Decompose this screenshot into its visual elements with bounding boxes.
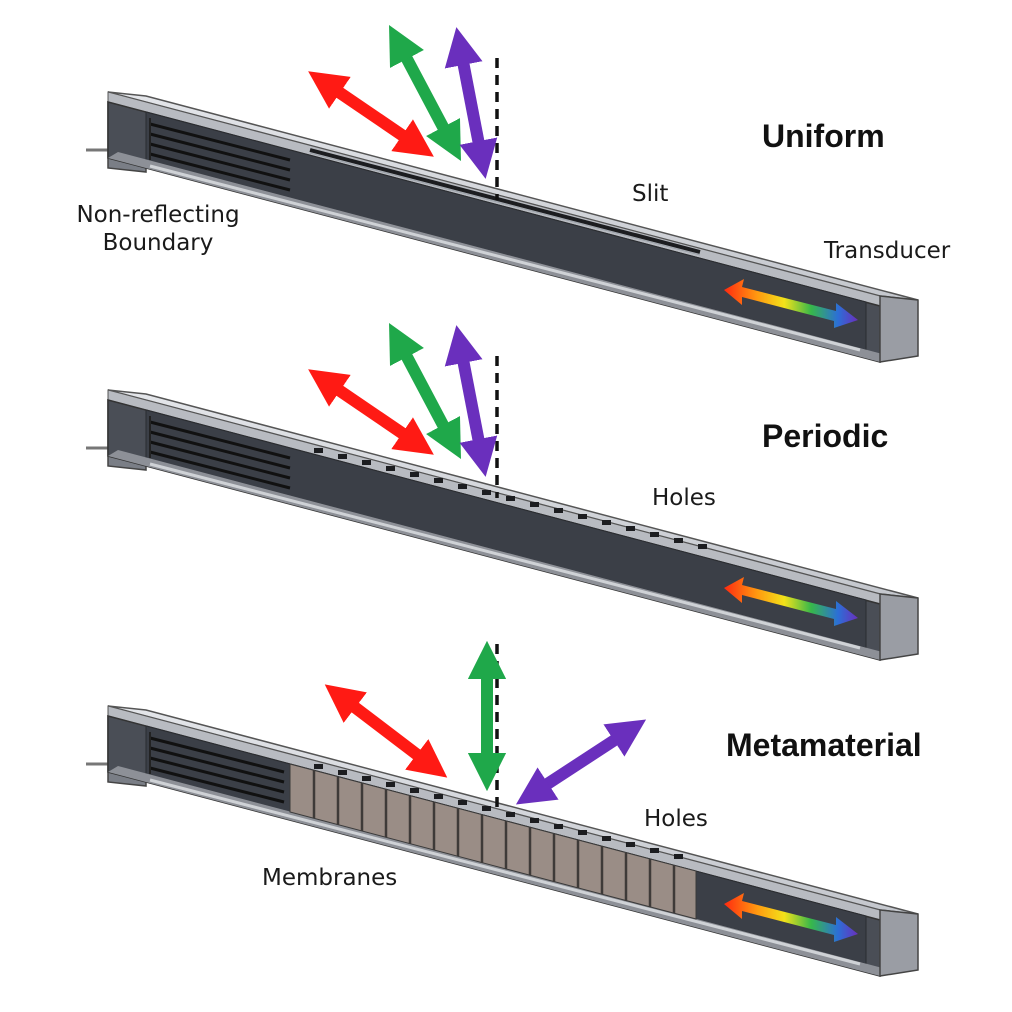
label-slit: Slit: [632, 181, 669, 207]
label-holes-metamaterial: Holes: [644, 806, 708, 832]
green-wave-arrow-icon: [389, 323, 461, 459]
rainbow-arrow-icon: [724, 577, 858, 626]
non-reflecting-boundary: [149, 118, 291, 192]
periodic-panel: [86, 323, 919, 661]
red-wave-arrow-icon: [324, 684, 448, 778]
membranes: [289, 763, 697, 920]
rainbow-arrow-icon: [724, 279, 858, 328]
metamaterial-panel: [86, 640, 919, 977]
non-reflecting-boundary: [149, 416, 291, 490]
panel-title-metamaterial: Metamaterial: [726, 727, 922, 763]
panel-title-periodic: Periodic: [762, 418, 889, 454]
purple-wave-arrow-icon: [444, 27, 498, 179]
purple-wave-arrow-icon: [515, 719, 647, 805]
panel-title-uniform: Uniform: [762, 118, 885, 154]
label-holes-periodic: Holes: [652, 485, 716, 511]
green-wave-arrow-icon: [389, 25, 461, 161]
purple-wave-arrow-icon: [444, 325, 498, 477]
red-wave-arrow-icon: [308, 369, 434, 455]
red-wave-arrow-icon: [308, 71, 434, 157]
label-non-reflecting-boundary: Non-reflecting Boundary: [76, 202, 240, 256]
uniform-panel: [86, 25, 919, 363]
duct: [86, 705, 919, 977]
label-transducer: Transducer: [824, 238, 951, 264]
label-membranes: Membranes: [262, 865, 398, 891]
rainbow-arrow-icon: [724, 893, 858, 942]
non-reflecting-boundary: [149, 732, 285, 804]
